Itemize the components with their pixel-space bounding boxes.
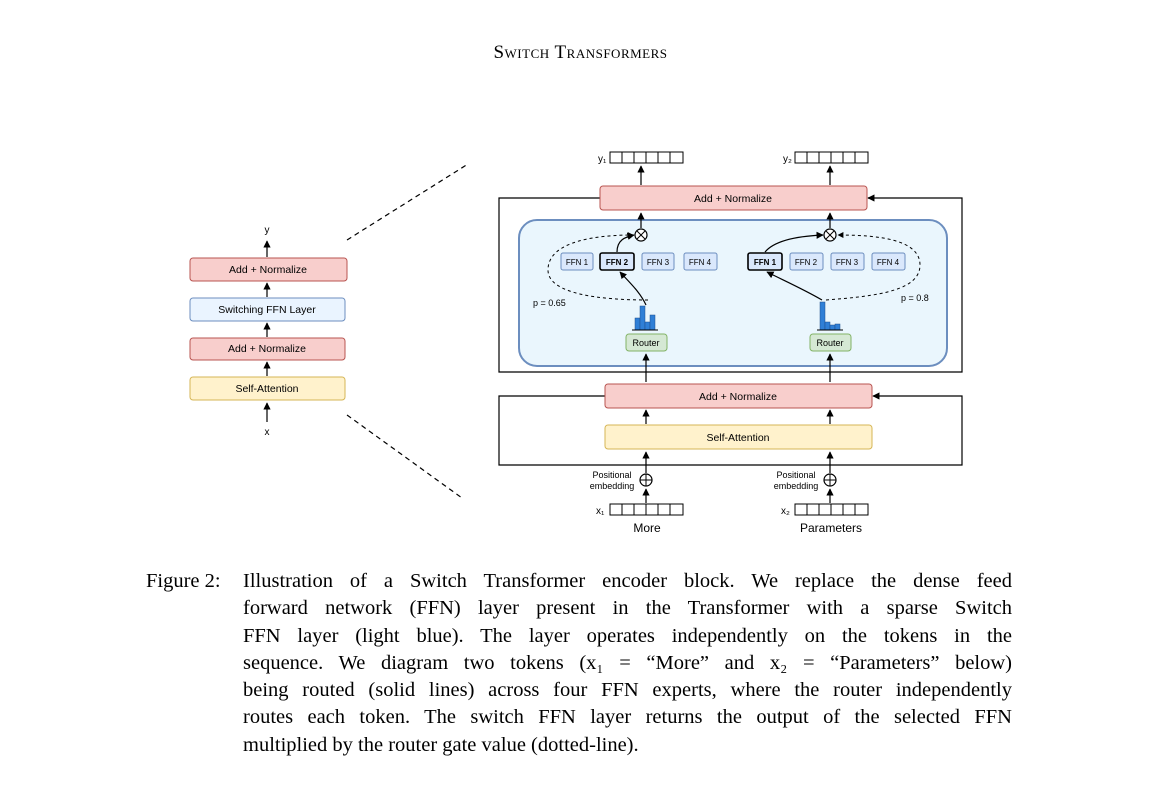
token1-gate-line: [547, 232, 649, 301]
caption-line: FFN layer (light blue). The layer operat…: [243, 624, 1012, 647]
caption-line: being routed (solid lines) across four F…: [243, 679, 1012, 702]
left-output-label: y: [265, 225, 270, 236]
left-input-label: x: [265, 427, 270, 438]
x1-vector: [609, 503, 684, 516]
left-add-normalize-top-label: Add + Normalize: [229, 264, 307, 276]
switching-ffn-layer: [518, 219, 948, 367]
token2-expert-4: FFN 4: [877, 258, 900, 267]
caption-line: forward network (FFN) layer present in t…: [243, 597, 1012, 620]
token2-router: [809, 333, 852, 352]
figure-caption: Figure 2: Illustration of a Switch Trans…: [146, 568, 1012, 759]
caption-line: Illustration of a Switch Transformer enc…: [243, 570, 1012, 592]
caption-line: sequence. We diagram two tokens (x₁ = “M…: [243, 651, 1012, 674]
right-add-normalize-bottom: [604, 383, 873, 409]
left-self-attention-label: Self-Attention: [235, 383, 298, 395]
right-add-normalize-top: [599, 185, 868, 211]
caption-line: routes each token. The switch FFN layer …: [243, 706, 1012, 729]
zoom-line-top: [346, 163, 469, 241]
token2-word: Parameters: [800, 521, 862, 535]
token1-prob: p = 0.65: [533, 298, 566, 308]
left-self-attention: [189, 376, 346, 401]
token2-route-line: [766, 271, 823, 301]
token1-route-line: [619, 271, 647, 306]
token2-pos-label-1: Positional: [776, 470, 815, 480]
token2-pos-add-node: [823, 473, 837, 487]
y2-vector: [794, 151, 869, 164]
token2-experts: FFN 1 FFN 2 FFN 3 FFN 4: [747, 252, 906, 271]
left-encoder-block: y Add + Normalize Switching FFN Layer Ad…: [189, 225, 348, 438]
token1-router: [625, 333, 668, 352]
token1-expert-4: FFN 4: [689, 258, 712, 267]
left-add-normalize-bottom-label: Add + Normalize: [228, 343, 306, 355]
caption-label: Figure 2:: [146, 570, 221, 592]
multiply-node-1: [634, 228, 648, 242]
caption-line: multiplied by the router gate value (dot…: [243, 733, 639, 756]
token1-expert-2-selected: FFN 2: [606, 258, 629, 267]
y1-vector: [609, 151, 684, 164]
token1-experts: FFN 1 FFN 2 FFN 3 FFN 4: [560, 252, 718, 271]
token2-pos-label-2: embedding: [774, 481, 819, 491]
left-switching-ffn-label: Switching FFN Layer: [218, 304, 316, 316]
token1-pos-label-2: embedding: [590, 481, 635, 491]
token1-word: More: [633, 521, 661, 535]
right-add-normalize-top-label: Add + Normalize: [694, 193, 772, 205]
y2-label: y₂: [783, 154, 792, 165]
residual-bottom-loop: [498, 395, 963, 466]
token1-pos-label-1: Positional: [592, 470, 631, 480]
x2-vector: [794, 503, 869, 516]
x1-label: x₁: [596, 506, 605, 517]
token2-expert-output: [764, 231, 824, 253]
residual-top-loop: [498, 197, 963, 373]
x2-label: x₂: [781, 506, 790, 517]
multiply-node-2: [823, 228, 837, 242]
token2-expert-3: FFN 3: [836, 258, 859, 267]
token2-expert-1-selected: FFN 1: [754, 258, 777, 267]
right-add-normalize-bottom-label: Add + Normalize: [699, 391, 777, 403]
token1-router-label: Router: [632, 338, 659, 348]
token2-prob: p = 0.8: [901, 293, 929, 303]
right-self-attention: [604, 424, 873, 450]
token1-router-histogram: [632, 305, 658, 331]
token2-router-label: Router: [816, 338, 843, 348]
token1-expert-3: FFN 3: [647, 258, 670, 267]
caption-body: Illustration of a Switch Transformer enc…: [243, 568, 1012, 759]
right-encoder-block: y₁ y₂ Add + Normalize: [498, 151, 963, 535]
left-add-normalize-top: [189, 257, 348, 282]
token2-gate-line: [825, 232, 921, 301]
token2-expert-2: FFN 2: [795, 258, 818, 267]
token1-pos-add-node: [639, 473, 653, 487]
left-add-normalize-bottom: [189, 337, 346, 361]
switch-transformer-diagram: y Add + Normalize Switching FFN Layer Ad…: [189, 151, 963, 535]
token2-router-histogram: [817, 301, 843, 331]
right-self-attention-label: Self-Attention: [706, 432, 769, 444]
left-switching-ffn: [189, 297, 346, 322]
token1-expert-1: FFN 1: [566, 258, 589, 267]
zoom-line-bottom: [346, 414, 463, 499]
y1-label: y₁: [598, 154, 607, 165]
page-header: Switch Transformers: [493, 42, 668, 63]
